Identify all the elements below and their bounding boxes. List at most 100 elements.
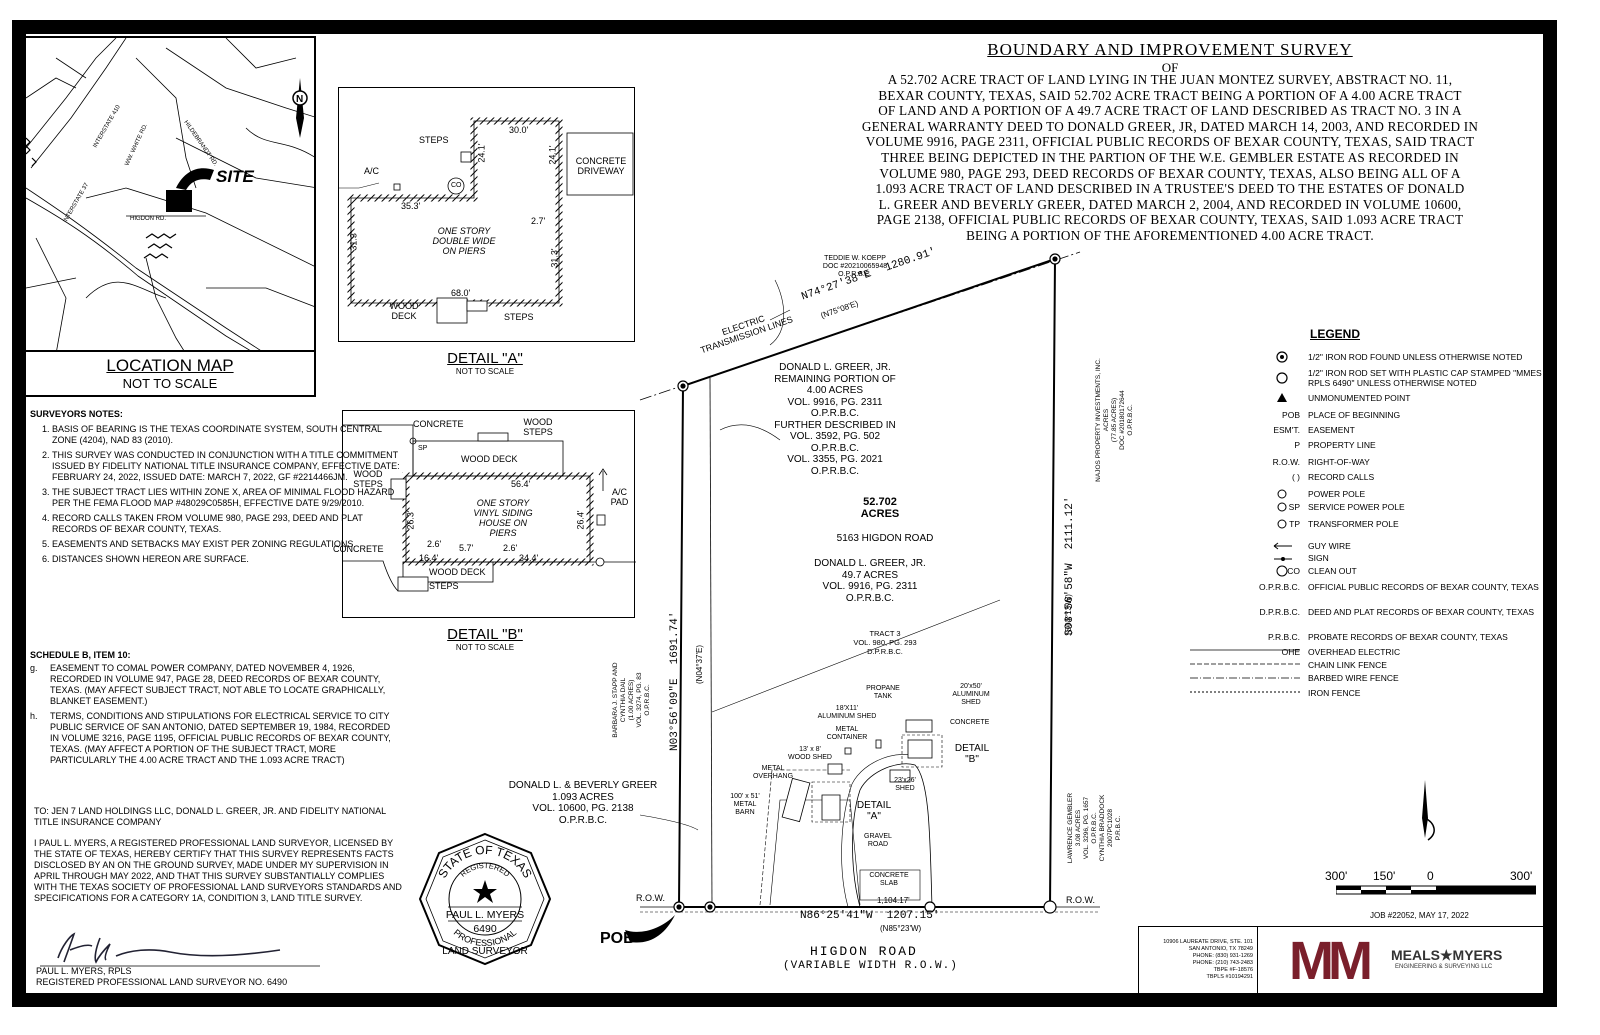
legend-item: SIGN <box>1200 553 1540 567</box>
remaining-portion-label: DONALD L. GREER, JR.REMAINING PORTION OF… <box>774 362 896 477</box>
legend-text: SERVICE POWER POLE <box>1308 502 1405 512</box>
detail-a-drawing <box>339 117 634 324</box>
legend-text: OVERHEAD ELECTRIC <box>1308 647 1401 657</box>
detail-a-label: ONE STORY <box>437 226 491 236</box>
road-width: (VARIABLE WIDTH R.O.W.) <box>783 960 958 972</box>
seal-name: PAUL L. MYERS <box>446 909 524 921</box>
legend-item: ESM'T.EASEMENT <box>1200 425 1540 439</box>
service-pole-icon: SP <box>418 445 428 452</box>
address-label: 5163 HIGDON ROAD <box>836 533 934 544</box>
concrete-label: CONCRETE <box>950 719 990 726</box>
detail-b-label: STEPS <box>429 581 459 591</box>
legend-text: 1/2" IRON ROD SET WITH PLASTIC CAP STAMP… <box>1308 368 1542 388</box>
dimension-label: 2.6' <box>503 543 518 553</box>
legend-item: D.P.R.B.C.DEED AND PLAT RECORDS OF BEXAR… <box>1200 607 1540 621</box>
schedule-item: h.TERMS, CONDITIONS AND STIPULATIONS FOR… <box>30 711 391 765</box>
detail-b-title: DETAIL "B" <box>447 626 523 643</box>
dimension-label: 16.4' <box>419 553 439 563</box>
detail-b-label: ONE STORY <box>476 498 530 508</box>
divider <box>1257 927 1258 997</box>
legend-item: CHAIN LINK FENCE <box>1200 660 1540 674</box>
legend-symbol: O.P.R.B.C. <box>1259 582 1300 592</box>
legend-symbol: R.O.W. <box>1272 457 1300 467</box>
description-line: THREE BEING DEPICTED IN THE PARTION OF T… <box>881 149 1459 165</box>
detail-a-label: A/C <box>364 166 380 176</box>
detail-b-label: WOOD STEPS <box>523 417 553 437</box>
legend-symbol: CO <box>1287 566 1300 576</box>
detail-a-label: DOUBLE WIDE <box>432 236 496 246</box>
detail-b-label: WOOD DECK <box>461 454 518 464</box>
scale-bar <box>1336 885 1536 895</box>
cleanout-icon <box>1276 565 1288 577</box>
certification-to: TO: JEN 7 LAND HOLDINGS LLC, DONALD L. G… <box>34 806 386 827</box>
legend-symbol: OHE <box>1281 647 1300 657</box>
signer-title: REGISTERED PROFESSIONAL LAND SURVEYOR NO… <box>36 977 288 987</box>
legend-item: O.P.R.B.C. OFFICIAL PUBLIC RECORDS OF BEX… <box>1200 582 1540 596</box>
legend-text: PLACE OF BEGINNING <box>1308 410 1401 420</box>
detail-b-caption: DETAIL "B" NOT TO SCALE <box>420 626 550 652</box>
legend-text: PROBATE RECORDS OF BEXAR COUNTY, TEXAS <box>1308 632 1508 642</box>
location-map: SITE INTERSTATE 410 WW. WHITE RD. HILDEB… <box>24 36 316 352</box>
legend-text: UNMONUMENTED POINT <box>1308 393 1411 403</box>
legend-item: GUY WIRE <box>1200 541 1540 555</box>
schedule-item: g.EASEMENT TO COMAL POWER COMPANY, DATED… <box>30 663 386 706</box>
service-pole-icon <box>1277 502 1287 512</box>
legend-item: CO CLEAN OUT <box>1200 566 1540 580</box>
note-item: BASIS OF BEARING IS THE TEXAS COORDINATE… <box>52 424 400 446</box>
legend-item: OHE OVERHEAD ELECTRIC <box>1200 647 1540 661</box>
scale-label: 150' <box>1373 869 1396 883</box>
dimension-label: 34.4' <box>519 553 539 563</box>
company-block: 10906 LAUREATE DRIVE, STE. 101 SAN ANTON… <box>1138 926 1547 998</box>
detail-b-label: CONCRETE <box>413 419 464 429</box>
east-record-label: (S04°13'W) <box>1063 594 1073 635</box>
detail-a-label: ON PIERS <box>442 246 486 256</box>
iron-rod-set-icon <box>1276 372 1288 384</box>
legend-text: BARBED WIRE FENCE <box>1308 673 1399 683</box>
south-record-label: (N85°23'W) <box>880 924 922 933</box>
pob-arrow-icon <box>625 915 675 943</box>
legend-text: RECORD CALLS <box>1308 472 1375 482</box>
description-line: BEXAR COUNTY, TEXAS, SAID 52.702 ACRE TR… <box>878 87 1462 103</box>
seal-bottom-text-2: LAND SURVEYOR <box>442 946 527 957</box>
detail-a-label: WOOD DECK <box>389 301 419 321</box>
dimension-label: 68.0' <box>451 288 471 298</box>
legend-text: CLEAN OUT <box>1308 566 1357 576</box>
legend-symbol: ( ) <box>1291 472 1300 482</box>
legend-text: EASEMENT <box>1308 425 1355 435</box>
sheet-border <box>12 20 1557 1007</box>
legend-symbol: P.R.B.C. <box>1268 632 1300 642</box>
row-left-label: R.O.W. <box>636 893 665 903</box>
north-arrow-icon <box>1422 780 1435 841</box>
legend-item: 1/2" IRON ROD SET WITH PLASTIC CAP STAMP… <box>1200 368 1542 388</box>
scale-label: 300' <box>1510 869 1533 883</box>
detail-b-box: CONCRETE WOOD STEPS SP WOOD DECK WOOD ST… <box>333 410 636 618</box>
road-name: HIGDON ROAD <box>810 944 918 959</box>
detail-a-label: STEPS <box>504 312 534 322</box>
description-line: OF LAND AND A PORTION OF A 49.7 ACRE TRA… <box>878 103 1462 119</box>
company-logo: MM <box>1289 931 1373 991</box>
power-pole-icon <box>1277 489 1287 499</box>
aluminum-shed-small-label: 18'X11'ALUMINUM SHED <box>817 705 877 720</box>
road-label: HIGDON RD. <box>130 216 166 222</box>
star-icon <box>473 880 497 903</box>
surveyor-seal-icon: STATE OF TEXAS REGISTERED PAUL L. MYERS … <box>418 832 552 966</box>
legend-text: OFFICIAL PUBLIC RECORDS OF BEXAR COUNTY,… <box>1308 582 1539 592</box>
pob-label: POB <box>600 930 635 947</box>
west-line-label: N03°56'09"E1691.74' <box>669 611 681 751</box>
company-tagline: ENGINEERING & SURVEYING LLC <box>1395 964 1493 970</box>
detail-a-reference: DETAIL"A" <box>856 800 892 822</box>
legend-item: POWER POLE <box>1200 489 1540 503</box>
legend-item: UNMONUMENTED POINT <box>1200 393 1540 407</box>
iron-rod-icon <box>673 253 1061 914</box>
north-arrow-icon: N <box>292 78 308 138</box>
